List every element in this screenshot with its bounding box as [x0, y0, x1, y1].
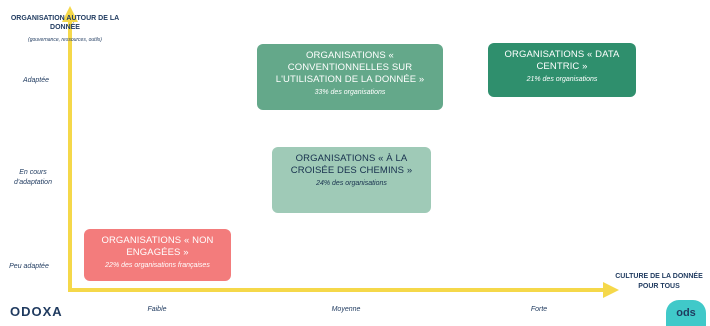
- segment-share: 24% des organisations: [316, 180, 387, 187]
- y-tick-adaptee: Adaptée: [22, 77, 50, 84]
- y-axis-subtitle: (gouvernance, ressources, outils): [28, 37, 102, 43]
- segment-croisee-des-chemins: ORGANISATIONS « À LA CROISÉE DES CHEMINS…: [272, 147, 431, 213]
- y-tick-peu-adaptee: Peu adaptée: [9, 263, 49, 270]
- segment-title: ORGANISATIONS « NON ENGAGÉES »: [101, 235, 214, 258]
- segment-title: ORGANISATIONS « DATA CENTRIC »: [504, 49, 620, 72]
- x-tick-moyenne: Moyenne: [331, 306, 361, 313]
- segment-share: 21% des organisations: [526, 76, 598, 83]
- segment-non-engagees: ORGANISATIONS « NON ENGAGÉES » 22% des o…: [84, 229, 231, 281]
- x-axis-line: [68, 288, 608, 292]
- x-tick-faible: Faible: [147, 306, 167, 313]
- segment-conventionnelles: ORGANISATIONS « CONVENTIONNELLES SUR L'U…: [257, 44, 443, 110]
- arrow-up-icon: [62, 6, 78, 22]
- segment-data-centric: ORGANISATIONS « DATA CENTRIC » 21% des o…: [488, 43, 636, 97]
- odoxa-logo: ODOXA: [10, 304, 63, 319]
- ods-logo: ods: [666, 300, 706, 326]
- y-tick-en-cours: En cours d'adaptation: [14, 169, 52, 186]
- y-axis-line: [68, 18, 72, 292]
- segment-share: 22% des organisations françaises: [105, 262, 210, 269]
- x-tick-forte: Forte: [530, 306, 548, 313]
- segment-title: ORGANISATIONS « CONVENTIONNELLES SUR L'U…: [275, 50, 425, 85]
- segment-share: 33% des organisations: [314, 89, 386, 96]
- arrow-right-icon: [603, 282, 619, 298]
- y-axis-title: ORGANISATION AUTOUR DE LA DONNÉE: [10, 15, 120, 31]
- x-axis-title: CULTURE DE LA DONNÉE POUR TOUS: [615, 273, 703, 290]
- segment-title: ORGANISATIONS « À LA CROISÉE DES CHEMINS…: [290, 153, 413, 176]
